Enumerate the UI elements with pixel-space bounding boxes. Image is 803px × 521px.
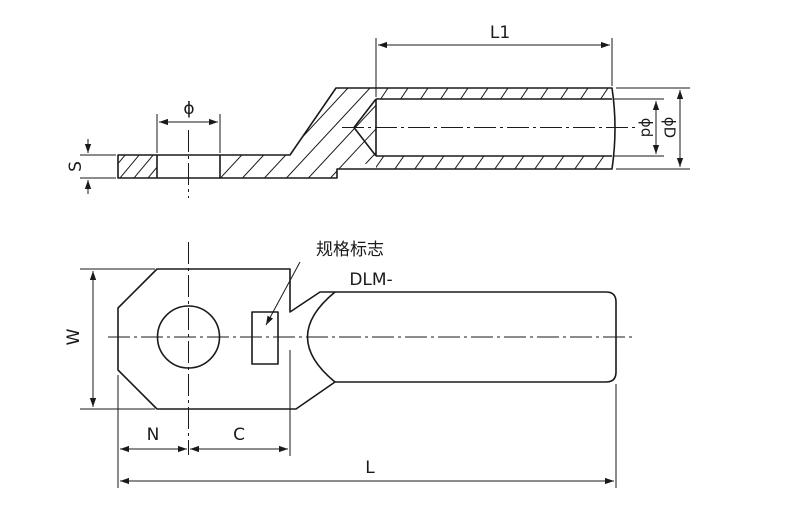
dim-N-C: N C [117, 350, 291, 488]
label-W: W [64, 328, 84, 345]
dim-hole-diameter: ϕ [156, 99, 221, 153]
dim-bore-diameters: ϕd ϕD [614, 87, 690, 170]
label-L1: L1 [490, 23, 510, 43]
spec-mark-callout: 规格标志 DLM- [265, 240, 393, 326]
spec-mark-box [251, 311, 279, 365]
dim-S: S [66, 139, 116, 194]
bolt-hole-walls [156, 155, 221, 178]
dim-L1: L1 [375, 23, 613, 97]
bore-outline [353, 98, 612, 157]
label-spec-mark: 规格标志 [316, 240, 384, 260]
dim-L: L [120, 384, 617, 488]
side-section-view: L1 ϕ S ϕd ϕD [66, 23, 690, 198]
label-S: S [66, 161, 86, 172]
section-outline [117, 87, 616, 179]
label-phi-D: ϕD [661, 117, 679, 138]
section-hatching [118, 88, 612, 178]
label-C: C [233, 425, 245, 445]
dim-W: W [64, 268, 155, 410]
label-phi-d: ϕd [638, 118, 656, 137]
label-L: L [365, 458, 375, 478]
label-phi: ϕ [183, 99, 194, 119]
label-N: N [147, 425, 160, 445]
label-model: DLM- [349, 270, 392, 290]
top-plan-view: 规格标志 DLM- W N C L [64, 240, 632, 488]
lug-outline [117, 268, 617, 410]
